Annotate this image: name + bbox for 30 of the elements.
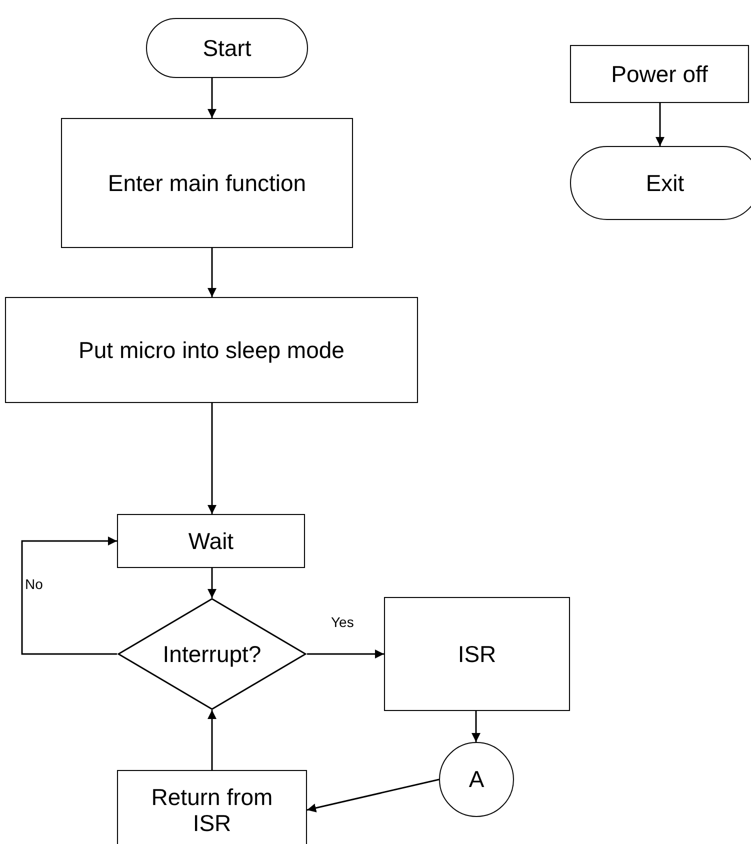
arrow	[21, 536, 117, 655]
process-box	[5, 297, 418, 403]
arrow	[208, 248, 216, 297]
node-text: Put micro into sleep mode	[78, 336, 344, 364]
process-box	[61, 118, 353, 248]
arrow	[208, 78, 216, 118]
node-text: Enter main function	[108, 170, 306, 196]
node-text: Return from ISR	[150, 784, 274, 836]
arrow	[656, 103, 664, 146]
arrow	[208, 568, 216, 598]
arrow	[307, 650, 384, 658]
decision-diamond	[117, 598, 307, 710]
terminal-shape	[570, 146, 751, 220]
node-text: A	[468, 766, 484, 793]
node-text: Power off	[611, 60, 708, 88]
process-box	[117, 514, 305, 568]
node-text: ISR	[458, 640, 496, 668]
process-box	[117, 770, 307, 844]
arrow	[208, 403, 216, 514]
arrow	[306, 778, 440, 812]
edge-label: No	[24, 576, 44, 592]
process-box	[384, 597, 570, 711]
node-text: Start	[202, 34, 252, 62]
node-text: Exit	[646, 170, 684, 196]
edge-label: Yes	[330, 614, 355, 630]
node-text: Interrupt?	[162, 640, 262, 668]
node-text: Wait	[188, 528, 234, 554]
process-box	[570, 45, 749, 103]
arrow	[472, 711, 480, 742]
arrow	[208, 710, 216, 770]
